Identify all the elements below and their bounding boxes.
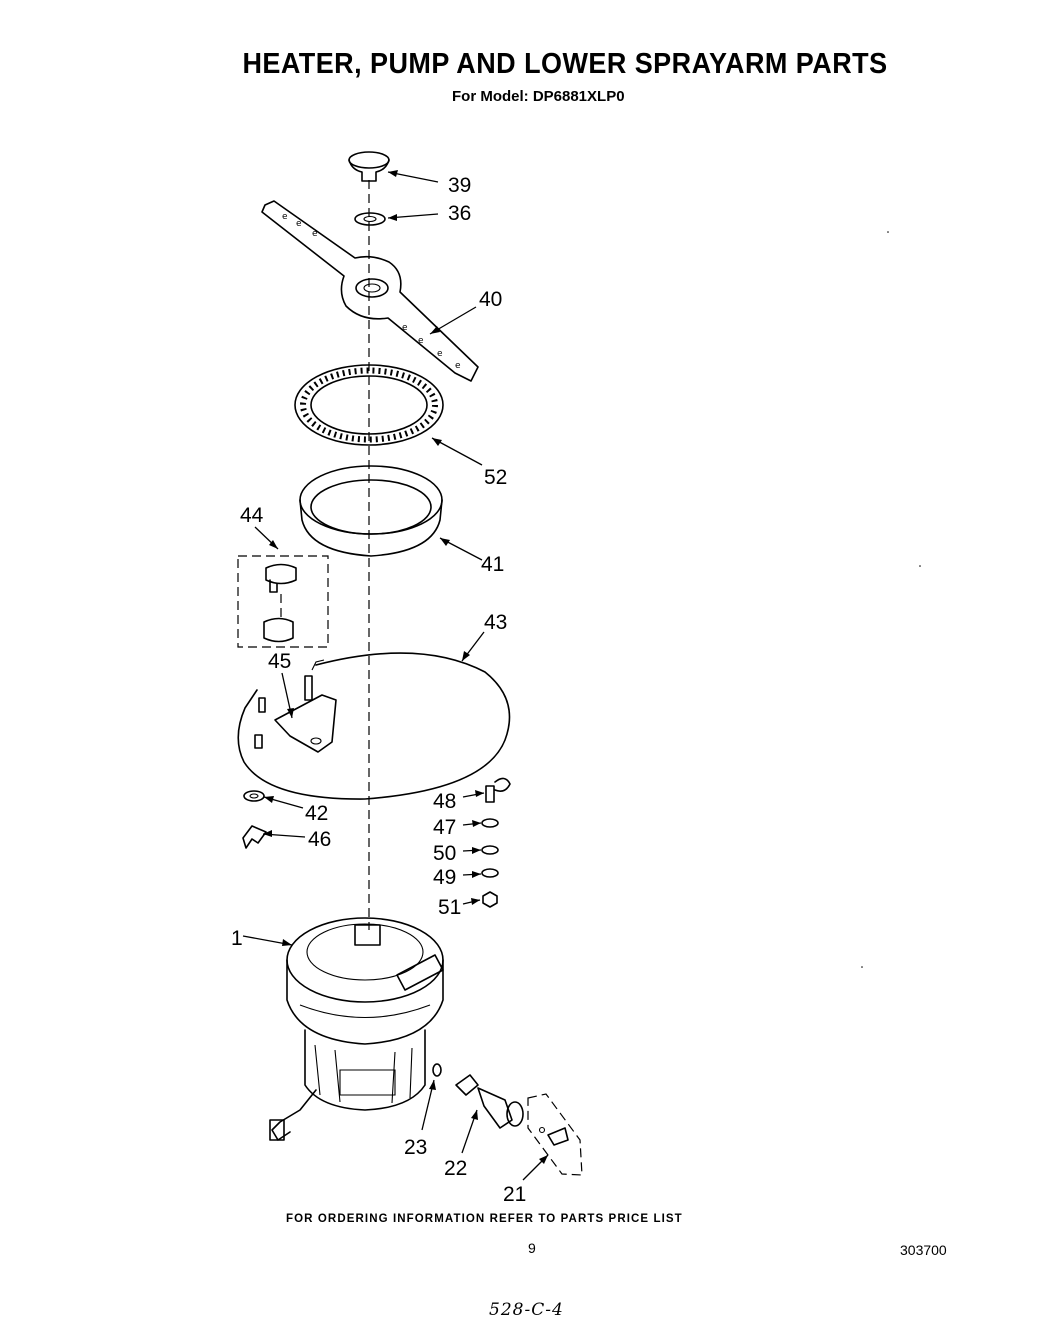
callout-45: 45 — [268, 650, 291, 673]
part-50-washer — [481, 845, 499, 855]
ordering-footer: FOR ORDERING INFORMATION REFER TO PARTS … — [286, 1213, 683, 1225]
page-title: HEATER, PUMP AND LOWER SPRAYARM PARTS — [242, 48, 888, 80]
svg-text:e: e — [418, 336, 424, 346]
callout-51: 51 — [438, 896, 461, 919]
part-21-valve-clip — [527, 1093, 583, 1176]
callout-36: 36 — [448, 202, 471, 225]
callout-22: 22 — [444, 1157, 467, 1180]
part-51-nut — [482, 891, 498, 908]
svg-text:e: e — [455, 361, 461, 371]
callout-39: 39 — [448, 174, 471, 197]
leader-lines — [242, 170, 549, 1181]
callout-43: 43 — [484, 611, 507, 634]
callout-48: 48 — [433, 790, 456, 813]
part-40-sprayarm: e e e e e e e — [261, 200, 479, 382]
part-47-washer — [481, 818, 499, 828]
part-52-strainer-ring — [294, 364, 444, 446]
part-1-pump-motor-assembly — [269, 917, 444, 1141]
callout-40: 40 — [479, 288, 502, 311]
callout-21: 21 — [503, 1183, 526, 1206]
callout-46: 46 — [308, 828, 331, 851]
model-subtitle: For Model: DP6881XLP0 — [452, 88, 625, 105]
svg-text:e: e — [402, 323, 408, 333]
part-42-grommet — [243, 790, 265, 802]
part-46-clip — [242, 825, 267, 849]
callout-42: 42 — [305, 802, 328, 825]
callout-49: 49 — [433, 866, 456, 889]
part-43-heater-element — [237, 652, 511, 800]
document-number: 303700 — [900, 1242, 947, 1258]
callout-52: 52 — [484, 466, 507, 489]
callout-44: 44 — [240, 504, 264, 527]
part-41-seal-ring — [299, 465, 443, 557]
part-39-cap — [348, 151, 390, 182]
svg-text:e: e — [282, 212, 288, 222]
part-49-washer — [481, 868, 499, 878]
callout-1: 1 — [231, 927, 243, 950]
svg-text:e: e — [437, 349, 443, 359]
part-45-heater-bracket — [274, 694, 337, 753]
part-36-washer — [354, 212, 386, 226]
callout-47: 47 — [433, 816, 456, 839]
callout-23: 23 — [404, 1136, 427, 1159]
part-22-solenoid-valve — [455, 1074, 524, 1129]
handwritten-note: 528-C-4 — [489, 1300, 564, 1320]
svg-text:e: e — [296, 219, 302, 229]
part-23-o-ring — [432, 1063, 442, 1077]
part-48-terminal — [485, 785, 495, 803]
callout-50: 50 — [433, 842, 456, 865]
callout-41: 41 — [481, 553, 504, 576]
page-number: 9 — [528, 1240, 536, 1256]
svg-text:e: e — [312, 229, 318, 239]
part-44-thermostat-assembly — [237, 555, 329, 648]
